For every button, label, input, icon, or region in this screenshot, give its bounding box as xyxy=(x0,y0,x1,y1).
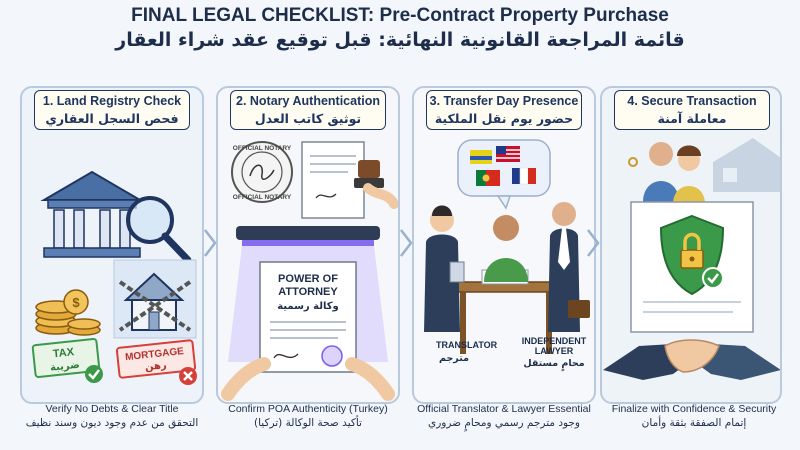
step-2-caption-arabic: تأكيد صحة الوكالة (تركيا) xyxy=(254,417,362,429)
tax-label: TAX xyxy=(52,346,75,360)
coins-icon: $ xyxy=(35,289,101,336)
house-chain-icon xyxy=(113,259,197,339)
tax-label-arabic: ضريبة xyxy=(50,360,81,374)
step-3-caption-english: Official Translator & Lawyer Essential xyxy=(417,403,591,415)
lawyer-label-line-1: INDEPENDENT xyxy=(522,336,587,346)
step-3-panel: 3. Transfer Day Presence حضور يوم نقل ال… xyxy=(412,86,596,404)
title-arabic: قائمة المراجعة القانونية النهائية: قبل ت… xyxy=(115,29,685,51)
lawyer-label-arabic: محامٍ مستقل xyxy=(523,358,584,372)
poa-document: POWER OF ATTORNEY وكالة رسمية xyxy=(259,261,357,373)
step-3-illustration: TRANSLATOR مترجم INDEPENDENT LAWYER محام… xyxy=(424,139,590,372)
stamp-bottom-text: OFFICIAL NOTARY xyxy=(233,194,292,201)
step-1-panel: 1. Land Registry Check فحص السجل العقاري xyxy=(20,86,204,404)
step-4-illustration xyxy=(603,138,780,380)
bank-icon xyxy=(40,170,144,258)
poa-title-line-2: ATTORNEY xyxy=(278,286,338,298)
step-3-caption: Official Translator & Lawyer Essential و… xyxy=(404,402,604,431)
step-1-caption: Verify No Debts & Clear Title التحقق من … xyxy=(12,402,212,431)
translator-label-arabic: مترجم xyxy=(439,353,469,364)
stamp-top-text: OFFICIAL NOTARY xyxy=(233,145,292,152)
step-4-panel: 4. Secure Transaction معاملة آمنة xyxy=(600,86,782,404)
lawyer-label-line-2: LAWYER xyxy=(535,346,574,356)
step-4-caption-english: Finalize with Confidence & Security xyxy=(611,403,777,415)
mortgage-label-arabic: رهن xyxy=(144,360,167,373)
step-1-banner: 1. Land Registry Check فحص السجل العقاري xyxy=(34,90,190,130)
step-3-banner: 3. Transfer Day Presence حضور يوم نقل ال… xyxy=(426,90,582,130)
mortgage-tag: MORTGAGE رهن xyxy=(115,339,197,385)
step-1-title: 1. Land Registry Check xyxy=(42,94,182,108)
step-4-caption: Finalize with Confidence & Security إتما… xyxy=(594,402,794,431)
tax-tag: TAX ضريبة xyxy=(31,338,103,383)
check-icon xyxy=(85,365,103,383)
poa-title-arabic: وكالة رسمية xyxy=(277,301,339,312)
step-2-banner: 2. Notary Authentication توثيق كاتب العد… xyxy=(230,90,386,130)
arrow-2-to-3 xyxy=(400,229,413,257)
handshake-icon xyxy=(603,339,780,380)
step-3-title: 3. Transfer Day Presence xyxy=(429,94,579,108)
step-4-title: 4. Secure Transaction xyxy=(627,94,757,108)
magnifier-icon xyxy=(126,196,192,264)
step-2-caption: Confirm POA Authenticity (Turkey) تأكيد … xyxy=(208,402,408,431)
step-2-panel: 2. Notary Authentication توثيق كاتب العد… xyxy=(216,86,400,404)
title-english: FINAL LEGAL CHECKLIST: Pre-Contract Prop… xyxy=(131,5,669,26)
translator-label: TRANSLATOR xyxy=(436,340,498,350)
step-3-title-arabic: حضور يوم نقل الملكية xyxy=(434,111,574,126)
arrow-1-to-2 xyxy=(204,229,217,257)
signed-document xyxy=(301,141,398,219)
poa-title-line-1: POWER OF xyxy=(278,273,338,285)
arrow-3-to-4 xyxy=(587,229,600,257)
step-2-title: 2. Notary Authentication xyxy=(236,94,380,108)
step-4-banner: 4. Secure Transaction معاملة آمنة xyxy=(614,90,770,130)
step-3-caption-arabic: وجود مترجم رسمي ومحامٍ ضروري xyxy=(427,417,580,429)
step-1-caption-arabic: التحقق من عدم وجود ديون وسند نظيف xyxy=(25,417,199,429)
step-2-caption-english: Confirm POA Authenticity (Turkey) xyxy=(228,403,388,415)
shield-lock-icon xyxy=(659,214,725,296)
page-title: FINAL LEGAL CHECKLIST: Pre-Contract Prop… xyxy=(0,4,800,52)
step-2-illustration: OFFICIAL NOTARY OFFICIAL NOTARY POWER OF… xyxy=(221,141,398,401)
step-1-caption-english: Verify No Debts & Clear Title xyxy=(45,403,179,415)
step-1-illustration: $ TAX ضريبة MORTGAGE رهن xyxy=(31,170,197,385)
step-1-title-arabic: فحص السجل العقاري xyxy=(45,111,179,126)
step-4-caption-arabic: إتمام الصفقة بثقة وأمان xyxy=(641,417,747,429)
step-4-title-arabic: معاملة آمنة xyxy=(657,111,727,126)
step-2-title-arabic: توثيق كاتب العدل xyxy=(254,111,362,126)
flags-icon xyxy=(457,139,551,210)
notary-stamp-icon: OFFICIAL NOTARY OFFICIAL NOTARY xyxy=(231,141,293,203)
svg-text:$: $ xyxy=(72,295,80,310)
